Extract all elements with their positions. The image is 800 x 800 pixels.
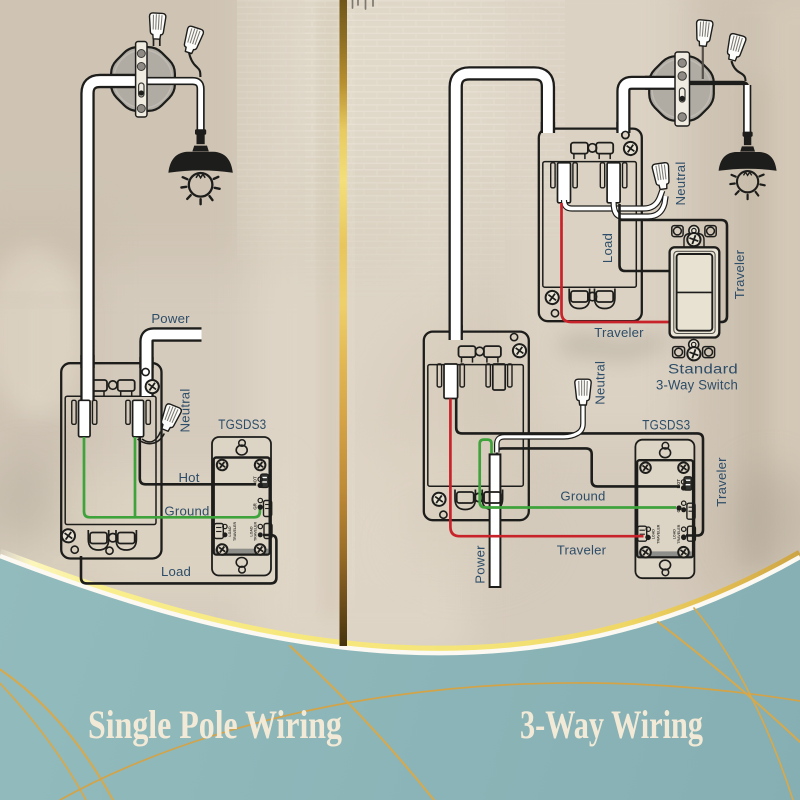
svg-text:Load: Load bbox=[600, 233, 615, 263]
svg-text:Standard: Standard bbox=[668, 361, 738, 376]
svg-text:LOAD: LOAD bbox=[249, 526, 253, 537]
svg-text:TRAVELER: TRAVELER bbox=[233, 522, 237, 542]
svg-text:Power: Power bbox=[472, 545, 487, 584]
svg-text:TGSDS3: TGSDS3 bbox=[642, 417, 690, 432]
svg-text:TRAVELER: TRAVELER bbox=[254, 522, 258, 542]
svg-text:Load: Load bbox=[161, 564, 191, 579]
svg-text:TRAVELER: TRAVELER bbox=[656, 524, 660, 544]
svg-text:HOT: HOT bbox=[253, 476, 258, 486]
svg-text:GR: GR bbox=[253, 502, 258, 509]
svg-text:Hot: Hot bbox=[178, 470, 199, 485]
svg-text:Traveler: Traveler bbox=[594, 325, 644, 340]
svg-text:3-Way Switch: 3-Way Switch bbox=[656, 377, 738, 392]
svg-text:HOT: HOT bbox=[676, 479, 681, 489]
svg-text:Ground: Ground bbox=[164, 503, 209, 518]
svg-text:TGSDS3: TGSDS3 bbox=[218, 417, 266, 432]
svg-text:Ground: Ground bbox=[560, 488, 605, 503]
svg-text:TRAVELER: TRAVELER bbox=[677, 524, 681, 544]
svg-text:LOAD: LOAD bbox=[228, 526, 232, 537]
svg-text:Neutral: Neutral bbox=[593, 361, 608, 405]
svg-text:Neutral: Neutral bbox=[673, 162, 688, 206]
svg-text:Traveler: Traveler bbox=[557, 542, 607, 557]
svg-text:Traveler: Traveler bbox=[714, 457, 729, 507]
svg-text:Neutral: Neutral bbox=[178, 389, 193, 433]
svg-text:LOAD: LOAD bbox=[673, 529, 677, 540]
svg-text:Single Pole Wiring: Single Pole Wiring bbox=[88, 702, 342, 747]
svg-text:3-Way Wiring: 3-Way Wiring bbox=[520, 702, 703, 747]
svg-text:Traveler: Traveler bbox=[732, 249, 747, 299]
svg-text:LOAD: LOAD bbox=[652, 529, 656, 540]
svg-text:Power: Power bbox=[151, 311, 190, 326]
